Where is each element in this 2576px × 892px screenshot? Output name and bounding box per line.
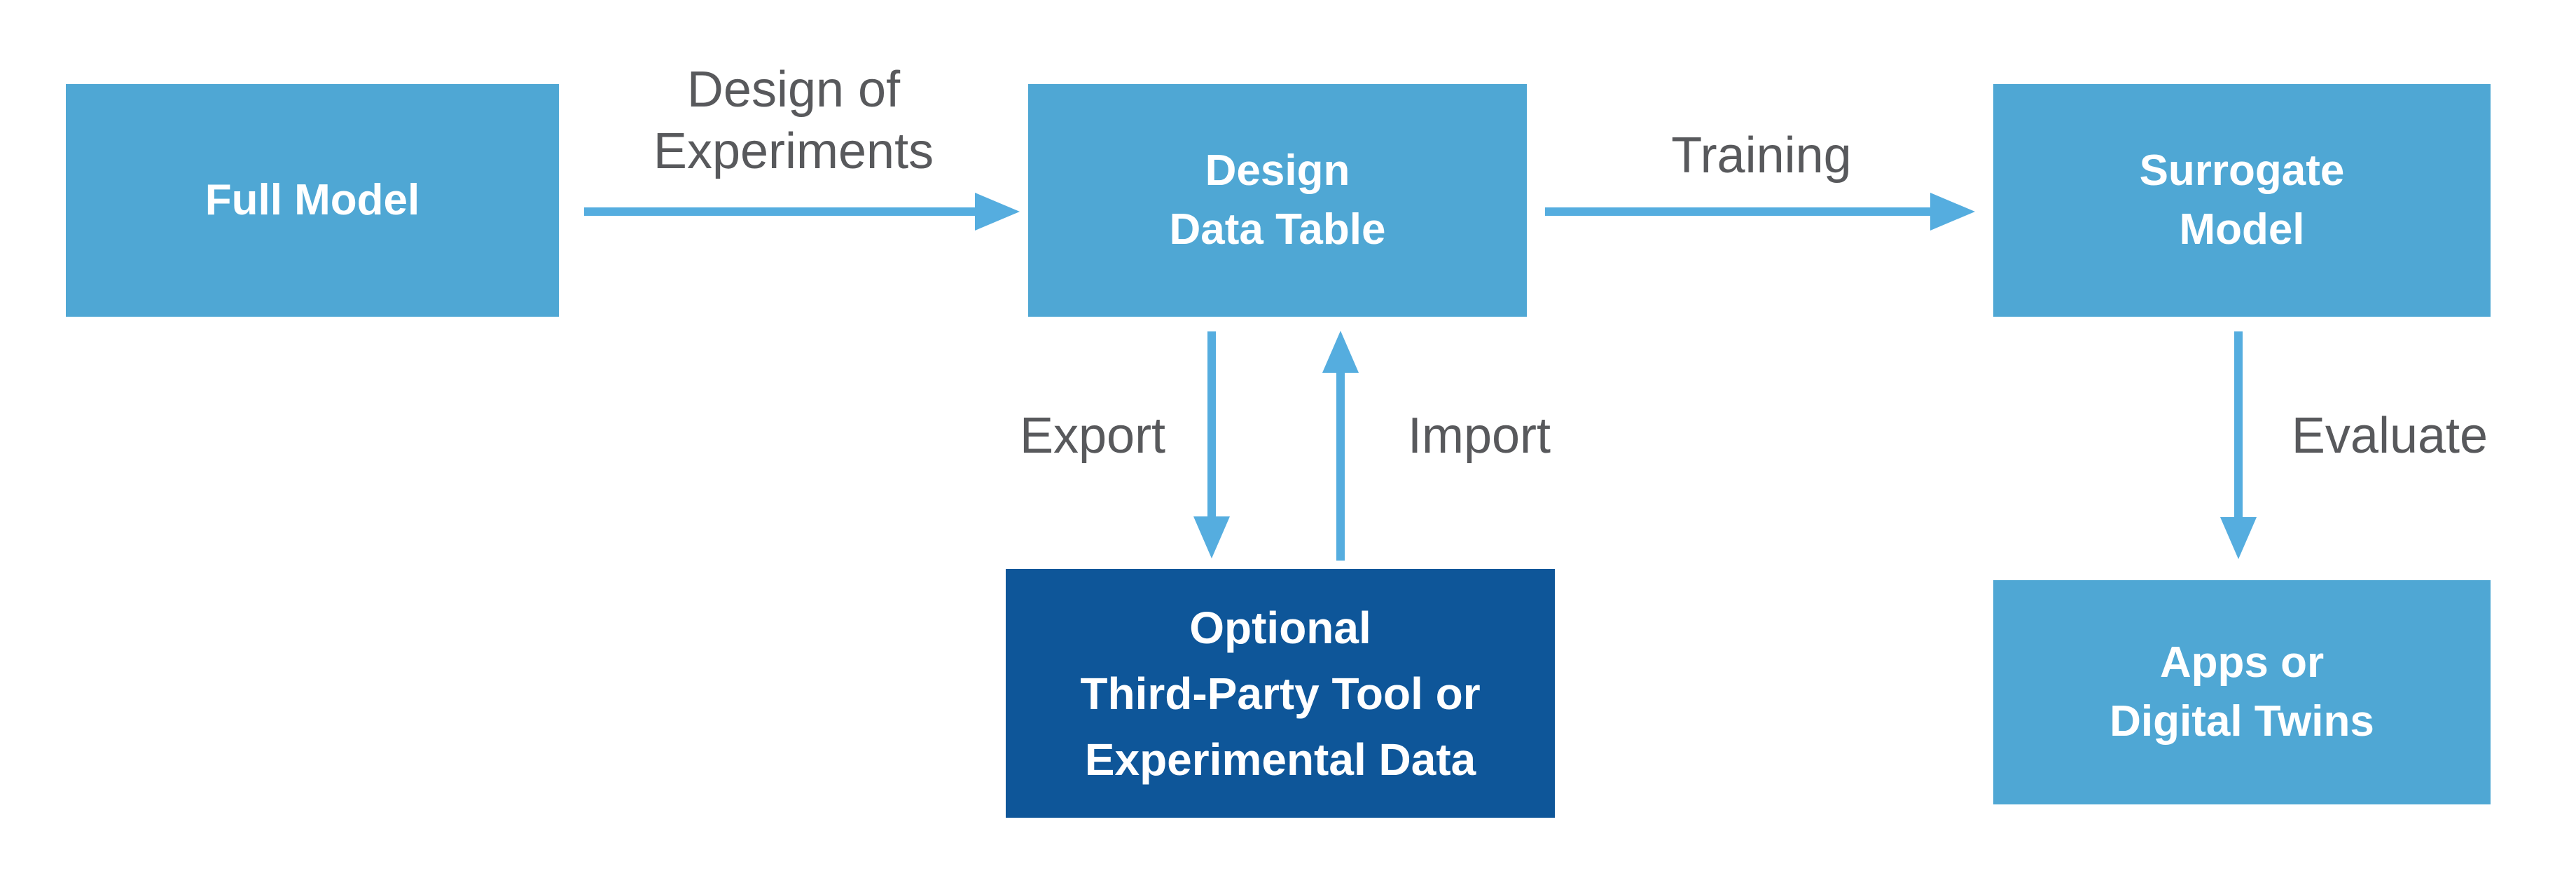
node-full-model: Full Model: [66, 84, 559, 317]
node-label: Full Model: [205, 176, 420, 224]
arrow-full-model-to-design-data-table: [584, 193, 1020, 231]
node-label: Third-Party Tool or: [1080, 668, 1481, 719]
node-label: Optional: [1189, 602, 1371, 653]
node-label: Model: [2179, 205, 2305, 254]
arrow-design-data-table-to-surrogate-model: [1545, 193, 1975, 231]
node-design-data-table: Design Data Table: [1028, 84, 1527, 317]
node-label: Digital Twins: [2110, 697, 2374, 746]
node-apps-or-digital-twins: Apps or Digital Twins: [1993, 580, 2491, 804]
edge-label-design-of-experiments: Design of Experiments: [653, 62, 934, 179]
node-label: Apps or: [2159, 638, 2325, 687]
edge-label-export: Export: [1019, 408, 1166, 464]
node-label: Experimental Data: [1084, 734, 1476, 785]
node-optional-third-party: Optional Third-Party Tool or Experimenta…: [1006, 569, 1555, 818]
node-surrogate-model: Surrogate Model: [1993, 84, 2491, 317]
edge-label-evaluate: Evaluate: [2291, 408, 2488, 464]
node-label: Data Table: [1169, 205, 1386, 254]
edge-label-training: Training: [1671, 128, 1852, 184]
node-label: Surrogate: [2139, 146, 2345, 195]
edge-label-import: Import: [1407, 408, 1551, 464]
node-label: Design: [1205, 146, 1350, 195]
